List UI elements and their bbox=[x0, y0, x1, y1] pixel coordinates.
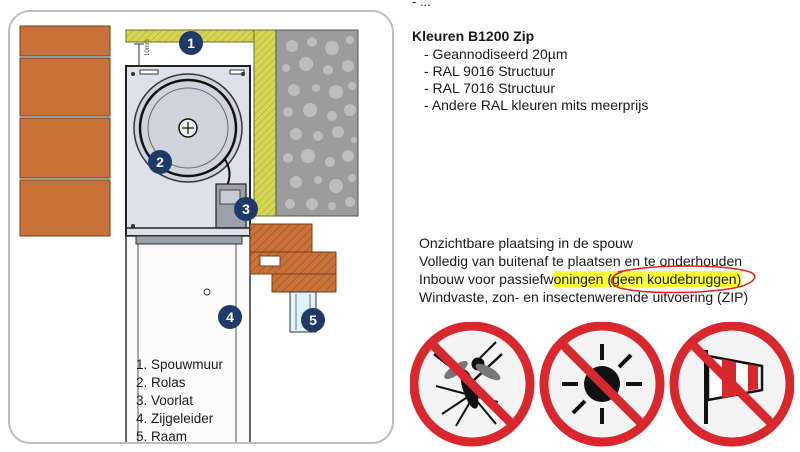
marker-1: 1 bbox=[179, 31, 203, 55]
feature-line: Inbouw voor passiefwoningen (geen koudeb… bbox=[419, 270, 748, 288]
color-option: - Geannodiseerd 20µm bbox=[424, 46, 568, 62]
marker-5-label: 5 bbox=[309, 312, 317, 328]
top-fragment: - ... bbox=[412, 0, 431, 9]
marker-5: 5 bbox=[301, 308, 325, 332]
diagram-panel: 1 2 3 4 5 10mm 1. Spouwmuur 2. Rolas 3. … bbox=[8, 10, 394, 444]
colors-title: Kleuren B1200 Zip bbox=[412, 28, 535, 44]
marker-4-label: 4 bbox=[226, 309, 234, 325]
legend-item: 1. Spouwmuur bbox=[136, 357, 224, 372]
no-sun-icon bbox=[539, 322, 665, 447]
feature-line: Volledig van buitenaf te plaatsen en te … bbox=[419, 253, 743, 269]
marker-4: 4 bbox=[218, 305, 242, 329]
color-option: - Andere RAL kleuren mits meerprijs bbox=[424, 97, 649, 113]
side-guide bbox=[125, 235, 251, 442]
roller-box bbox=[125, 43, 251, 237]
marker-3: 3 bbox=[234, 197, 258, 221]
inner-wall bbox=[275, 29, 359, 217]
marker-1-label: 1 bbox=[187, 35, 195, 51]
legend-item: 5. Raam bbox=[136, 429, 188, 444]
marker-2: 2 bbox=[148, 150, 172, 174]
prohibition-icons bbox=[410, 322, 794, 447]
legend-item: 4. Zijgeleider bbox=[136, 411, 214, 426]
circled-highlight: geen koudebruggen bbox=[612, 271, 737, 287]
no-insects-icon bbox=[410, 322, 535, 447]
cross-section-diagram: 1 2 3 4 5 10mm bbox=[19, 25, 359, 442]
diagram-legend: 1. Spouwmuur 2. Rolas 3. Voorlat 4. Zijg… bbox=[136, 356, 224, 444]
red-annotation-ellipse bbox=[610, 265, 756, 294]
feature-text: Inbouw voor passiefw bbox=[419, 271, 554, 287]
brick-wall bbox=[19, 25, 111, 237]
color-option: - RAL 7016 Structuur bbox=[424, 80, 555, 96]
colors-section: Kleuren B1200 Zip - Geannodiseerd 20µm -… bbox=[412, 28, 648, 114]
highlighted-text: ) bbox=[736, 271, 742, 287]
dimension-label: 10mm bbox=[145, 39, 151, 56]
color-option: - RAL 9016 Structuur bbox=[424, 63, 555, 79]
colors-list: - Geannodiseerd 20µm - RAL 9016 Structuu… bbox=[412, 46, 648, 114]
feature-line: Onzichtbare plaatsing in de spouw bbox=[419, 235, 634, 251]
no-wind-icon bbox=[669, 322, 794, 447]
legend-item: 3. Voorlat bbox=[136, 393, 194, 408]
marker-2-label: 2 bbox=[156, 154, 164, 170]
highlighted-text: oningen ( bbox=[553, 271, 613, 287]
insulation bbox=[125, 29, 277, 217]
legend-item: 2. Rolas bbox=[136, 375, 186, 390]
marker-3-label: 3 bbox=[242, 201, 250, 217]
